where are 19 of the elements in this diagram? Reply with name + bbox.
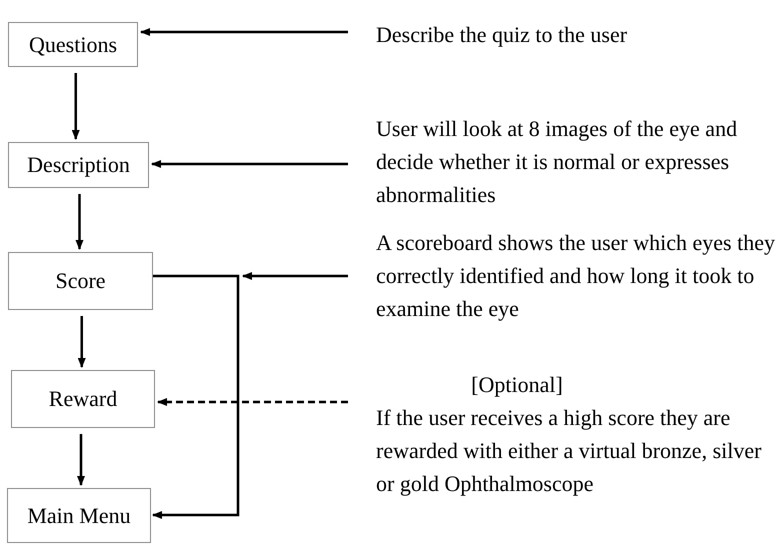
description-text: If the user receives a high score they are rewarded with either a virtual bronze, silver or gold Ophthalmoscope [376,404,762,498]
process-box: Reward [11,370,155,428]
description-text: A scoreboard shows the user which eyes they correctly identified and how long it took to examine the eye [376,229,776,323]
process-box: Description [8,142,149,188]
description-text: User will look at 8 images of the eye and decide whether it is normal or expresses abnormalities [376,115,738,209]
arrow [77,434,85,486]
dashed-arrow [157,398,348,406]
arrow [76,194,84,250]
arrow [78,316,86,368]
arrow [242,272,348,280]
process-box: Questions [8,22,138,67]
arrow [140,28,348,36]
note-heading: [Optional] [470,371,564,399]
arrow [72,73,80,140]
process-box: Main Menu [7,488,151,543]
description-text: Describe the quiz to the user [376,21,628,49]
process-box: Score [8,252,153,310]
arrow [151,160,348,168]
arrow [152,274,240,519]
